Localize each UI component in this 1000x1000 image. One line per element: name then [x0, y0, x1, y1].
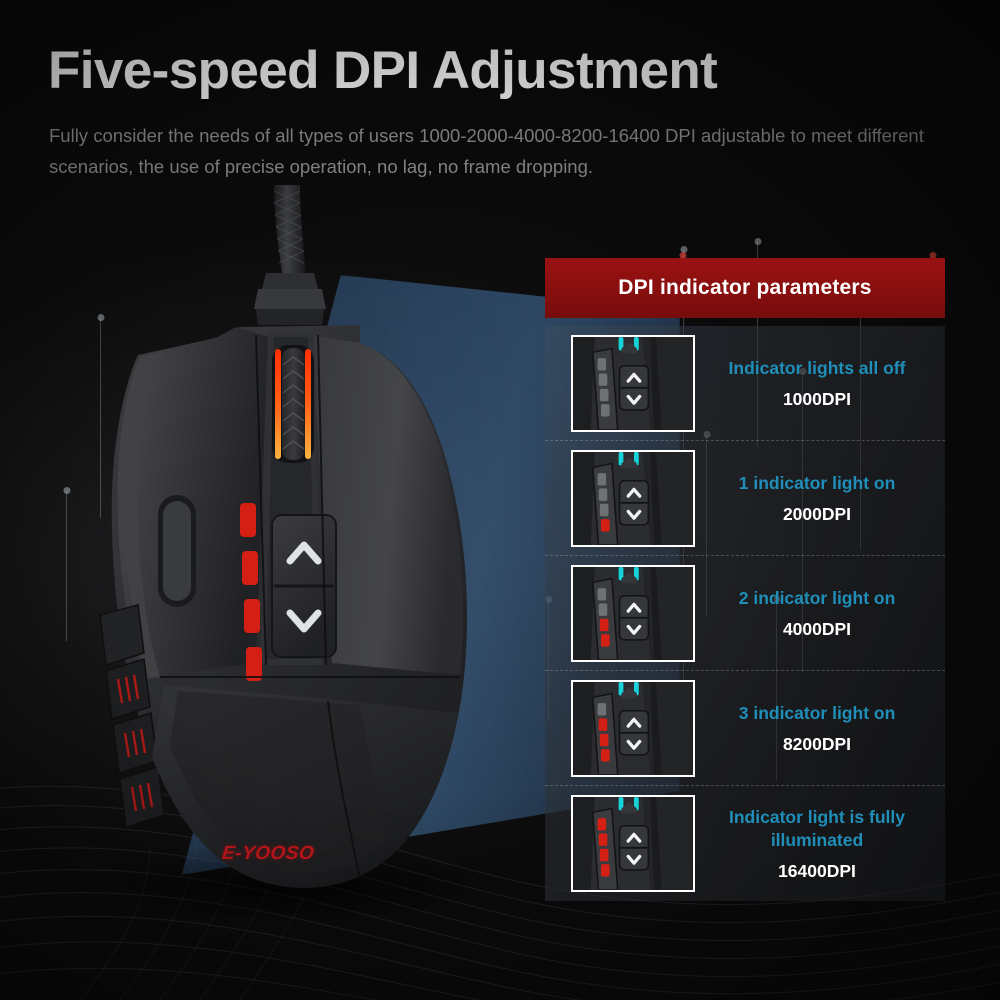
dpi-row-title: 1 indicator light on — [738, 472, 896, 493]
dpi-row-value: 4000DPI — [782, 618, 852, 639]
dpi-indicator-thumbnail — [571, 795, 695, 892]
dpi-indicator-thumbnail — [571, 334, 695, 432]
dpi-row-text: 2 indicator light on 4000DPI — [695, 587, 945, 640]
dpi-rows-container: Indicator lights all off 1000DPI — [545, 326, 945, 901]
dpi-row-text: 3 indicator light on 8200DPI — [695, 702, 945, 755]
dpi-row-value: 16400DPI — [778, 860, 856, 881]
page-subtitle: Fully consider the needs of all types of… — [49, 125, 924, 177]
dpi-row-text: Indicator light is fully illuminated 164… — [695, 806, 945, 882]
dpi-row: 3 indicator light on 8200DPI — [545, 671, 945, 786]
brand-logo: E-YOOSO — [220, 843, 316, 864]
dpi-row-text: 1 indicator light on 2000DPI — [695, 472, 945, 525]
dpi-row: 2 indicator light on 4000DPI — [545, 556, 945, 671]
dpi-parameters-panel: DPI indicator parameters Indicator — [545, 258, 945, 901]
dpi-row-value: 1000DPI — [782, 388, 852, 409]
dpi-row: Indicator lights all off 1000DPI — [545, 326, 945, 441]
dpi-indicator-thumbnail — [571, 679, 695, 777]
dpi-indicator-thumbnail — [571, 449, 695, 547]
panel-header: DPI indicator parameters — [545, 258, 945, 318]
dpi-indicator-thumbnail — [571, 564, 695, 662]
panel-header-label: DPI indicator parameters — [618, 276, 872, 299]
dpi-row-value: 2000DPI — [782, 503, 852, 524]
dpi-row: Indicator light is fully illuminated 164… — [545, 786, 945, 901]
gaming-mouse-illustration — [60, 185, 530, 915]
dpi-row-title: Indicator light is fully illuminated — [729, 806, 905, 850]
page-title: Five-speed DPI Adjustment — [48, 41, 718, 100]
dpi-row-title: 3 indicator light on — [738, 702, 896, 723]
dpi-row-value: 8200DPI — [782, 733, 852, 754]
dpi-row-title: Indicator lights all off — [728, 357, 906, 378]
dpi-row: 1 indicator light on 2000DPI — [545, 441, 945, 556]
dpi-row-title: 2 indicator light on — [738, 587, 896, 608]
dpi-row-text: Indicator lights all off 1000DPI — [695, 357, 945, 410]
